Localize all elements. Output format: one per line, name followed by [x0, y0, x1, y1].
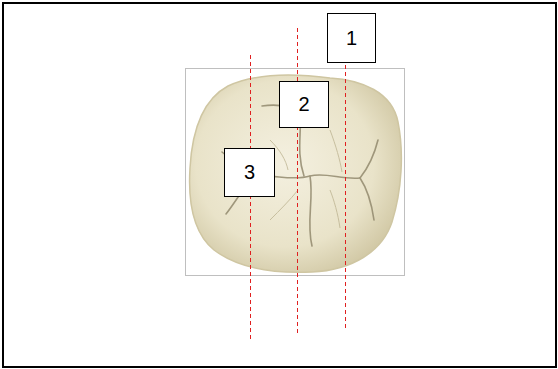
callout-number: 2 [298, 93, 309, 116]
callout-box: 3 [224, 148, 275, 197]
callout-number: 1 [346, 27, 357, 50]
callout-number: 3 [244, 161, 255, 184]
callout-box: 2 [279, 81, 329, 128]
callout-box: 1 [327, 13, 376, 63]
